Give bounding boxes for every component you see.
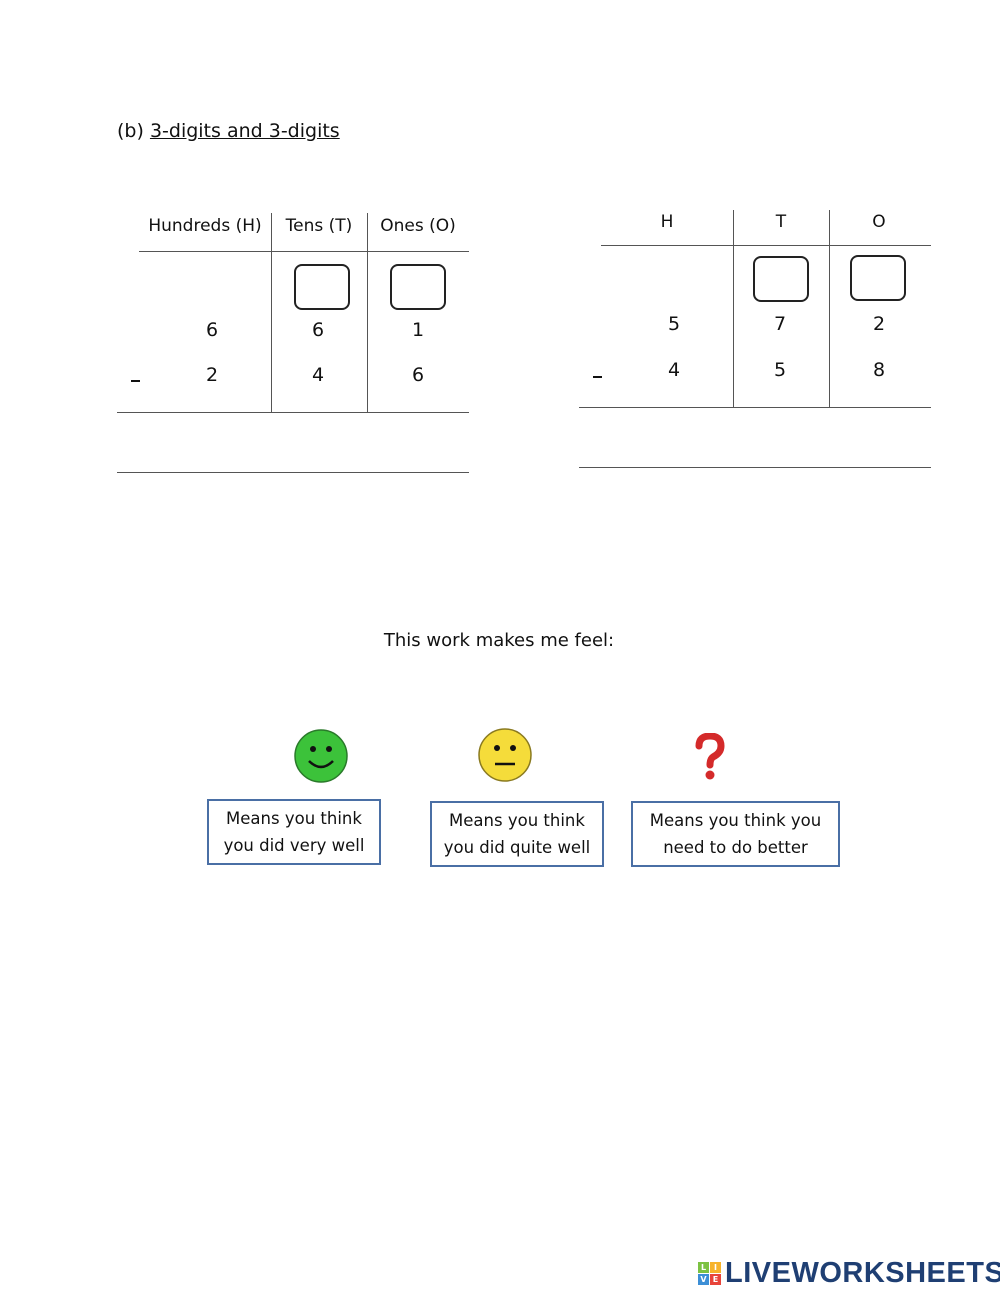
answer-line xyxy=(579,467,931,468)
feedback-option-very-well[interactable]: Means you think you did very well xyxy=(207,799,381,865)
divider xyxy=(829,210,830,408)
divider xyxy=(601,245,931,246)
minus-sign xyxy=(131,380,140,382)
badge-letter: V xyxy=(698,1274,709,1285)
badge-letter: I xyxy=(710,1262,721,1273)
option-text: you did quite well xyxy=(443,838,591,857)
header-h: H xyxy=(660,212,674,232)
sum-line xyxy=(579,407,931,408)
yellow-neutral-face-icon[interactable] xyxy=(477,727,533,783)
logo-text: LIVEWORKSHEETS xyxy=(725,1257,1000,1289)
digit: 1 xyxy=(411,319,425,341)
digit: 5 xyxy=(667,313,681,335)
answer-line xyxy=(117,472,469,473)
ones-borrow-input[interactable] xyxy=(390,264,446,310)
sum-line xyxy=(117,412,469,413)
digit: 6 xyxy=(205,319,219,341)
minus-sign xyxy=(593,376,602,378)
divider xyxy=(367,213,368,413)
ones-borrow-input[interactable] xyxy=(850,255,906,301)
divider xyxy=(733,210,734,408)
section-label: (b) xyxy=(117,120,144,142)
digit: 5 xyxy=(773,359,787,381)
digit: 6 xyxy=(411,364,425,386)
header-ones: Ones (O) xyxy=(380,216,456,236)
digit: 4 xyxy=(311,364,325,386)
digit: 8 xyxy=(872,359,886,381)
red-question-mark-icon[interactable] xyxy=(694,733,726,781)
answer-input[interactable] xyxy=(117,413,469,471)
section-title: 3-digits and 3-digits xyxy=(149,120,340,142)
digit: 2 xyxy=(205,364,219,386)
divider xyxy=(139,251,469,252)
header-hundreds: Hundreds (H) xyxy=(148,216,262,236)
option-text: need to do better xyxy=(663,838,808,857)
digit: 4 xyxy=(667,359,681,381)
header-t: T xyxy=(775,212,787,232)
feedback-option-quite-well[interactable]: Means you think you did quite well xyxy=(430,801,604,867)
answer-input[interactable] xyxy=(579,408,931,466)
digit: 6 xyxy=(311,319,325,341)
option-text: Means you think xyxy=(449,811,585,830)
section-heading: (b) 3-digits and 3-digits xyxy=(117,120,340,142)
badge-letter: E xyxy=(710,1274,721,1285)
feel-prompt: This work makes me feel: xyxy=(383,630,615,651)
header-tens: Tens (T) xyxy=(285,216,353,236)
digit: 7 xyxy=(773,313,787,335)
divider xyxy=(271,213,272,413)
option-text: Means you think you xyxy=(649,811,822,830)
badge-letter: L xyxy=(698,1262,709,1273)
header-o: O xyxy=(872,212,886,232)
option-text: you did very well xyxy=(223,836,365,855)
green-smiley-icon[interactable] xyxy=(293,728,349,784)
option-text: Means you think xyxy=(226,809,362,828)
tens-borrow-input[interactable] xyxy=(294,264,350,310)
digit: 2 xyxy=(872,313,886,335)
tens-borrow-input[interactable] xyxy=(753,256,809,302)
feedback-option-do-better[interactable]: Means you think you need to do better xyxy=(631,801,840,867)
